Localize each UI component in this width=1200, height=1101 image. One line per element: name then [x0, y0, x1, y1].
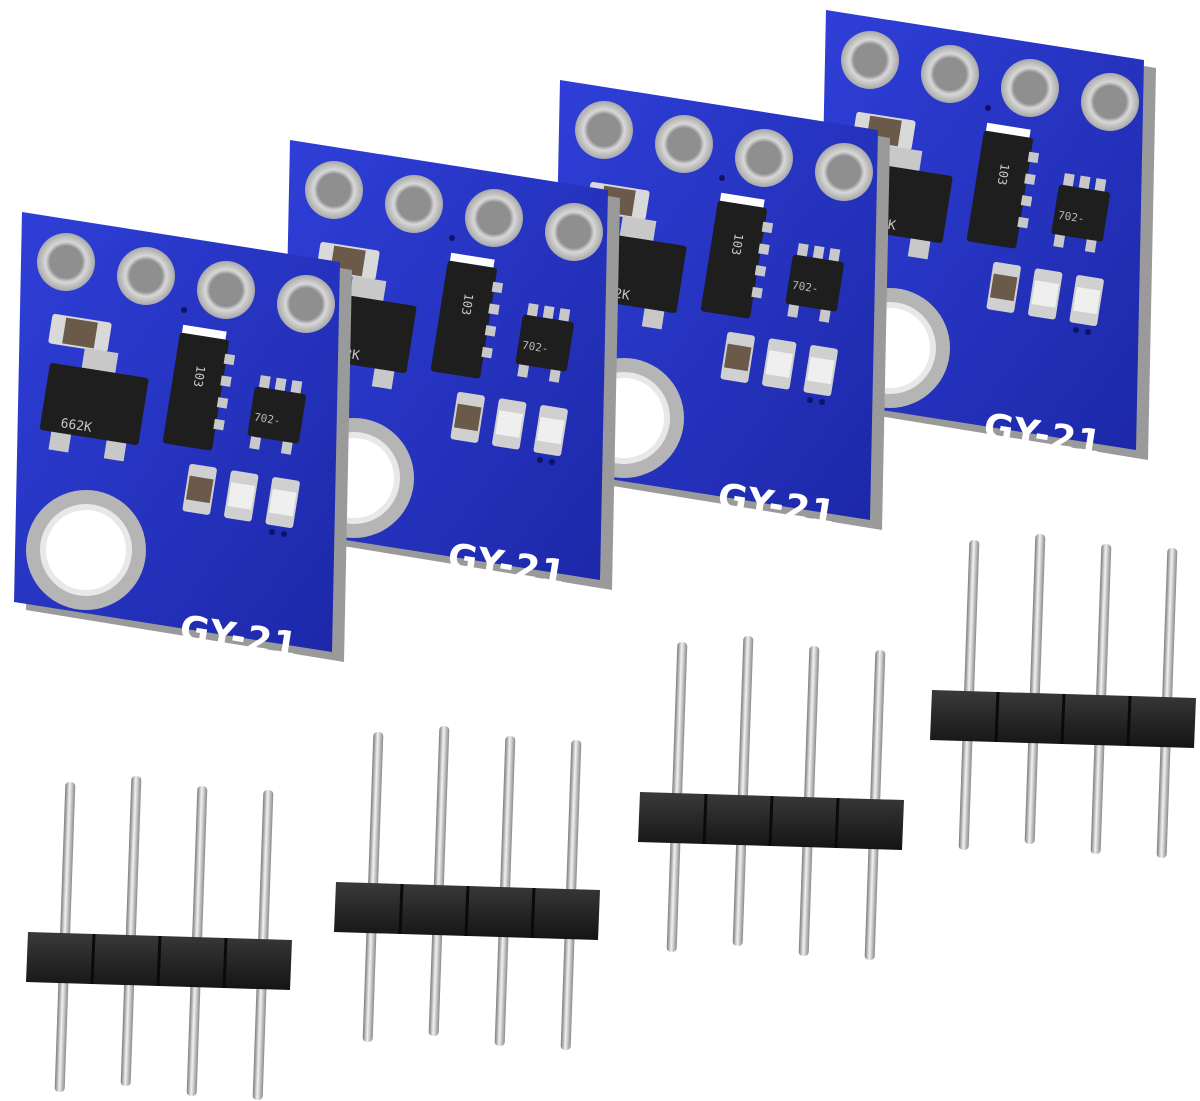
- resistor-marking: 103: [729, 233, 746, 257]
- resistor-marking: 103: [995, 163, 1012, 187]
- pin-header: [332, 724, 602, 1052]
- ic-marking: 702-: [253, 411, 281, 428]
- resistor-marking: 103: [191, 365, 208, 389]
- resistor-marking: 103: [459, 293, 476, 317]
- ic-marking: 702-: [1057, 209, 1085, 226]
- pin-header: [24, 774, 294, 1101]
- ic-marking: 702-: [791, 279, 819, 296]
- ic-marking: 702-: [521, 339, 549, 356]
- pin-header: [636, 634, 906, 962]
- pin-header: [928, 532, 1198, 860]
- sensor-board: 662K 103 702- GY-21: [14, 212, 352, 667]
- regulator-marking: 662K: [60, 416, 93, 436]
